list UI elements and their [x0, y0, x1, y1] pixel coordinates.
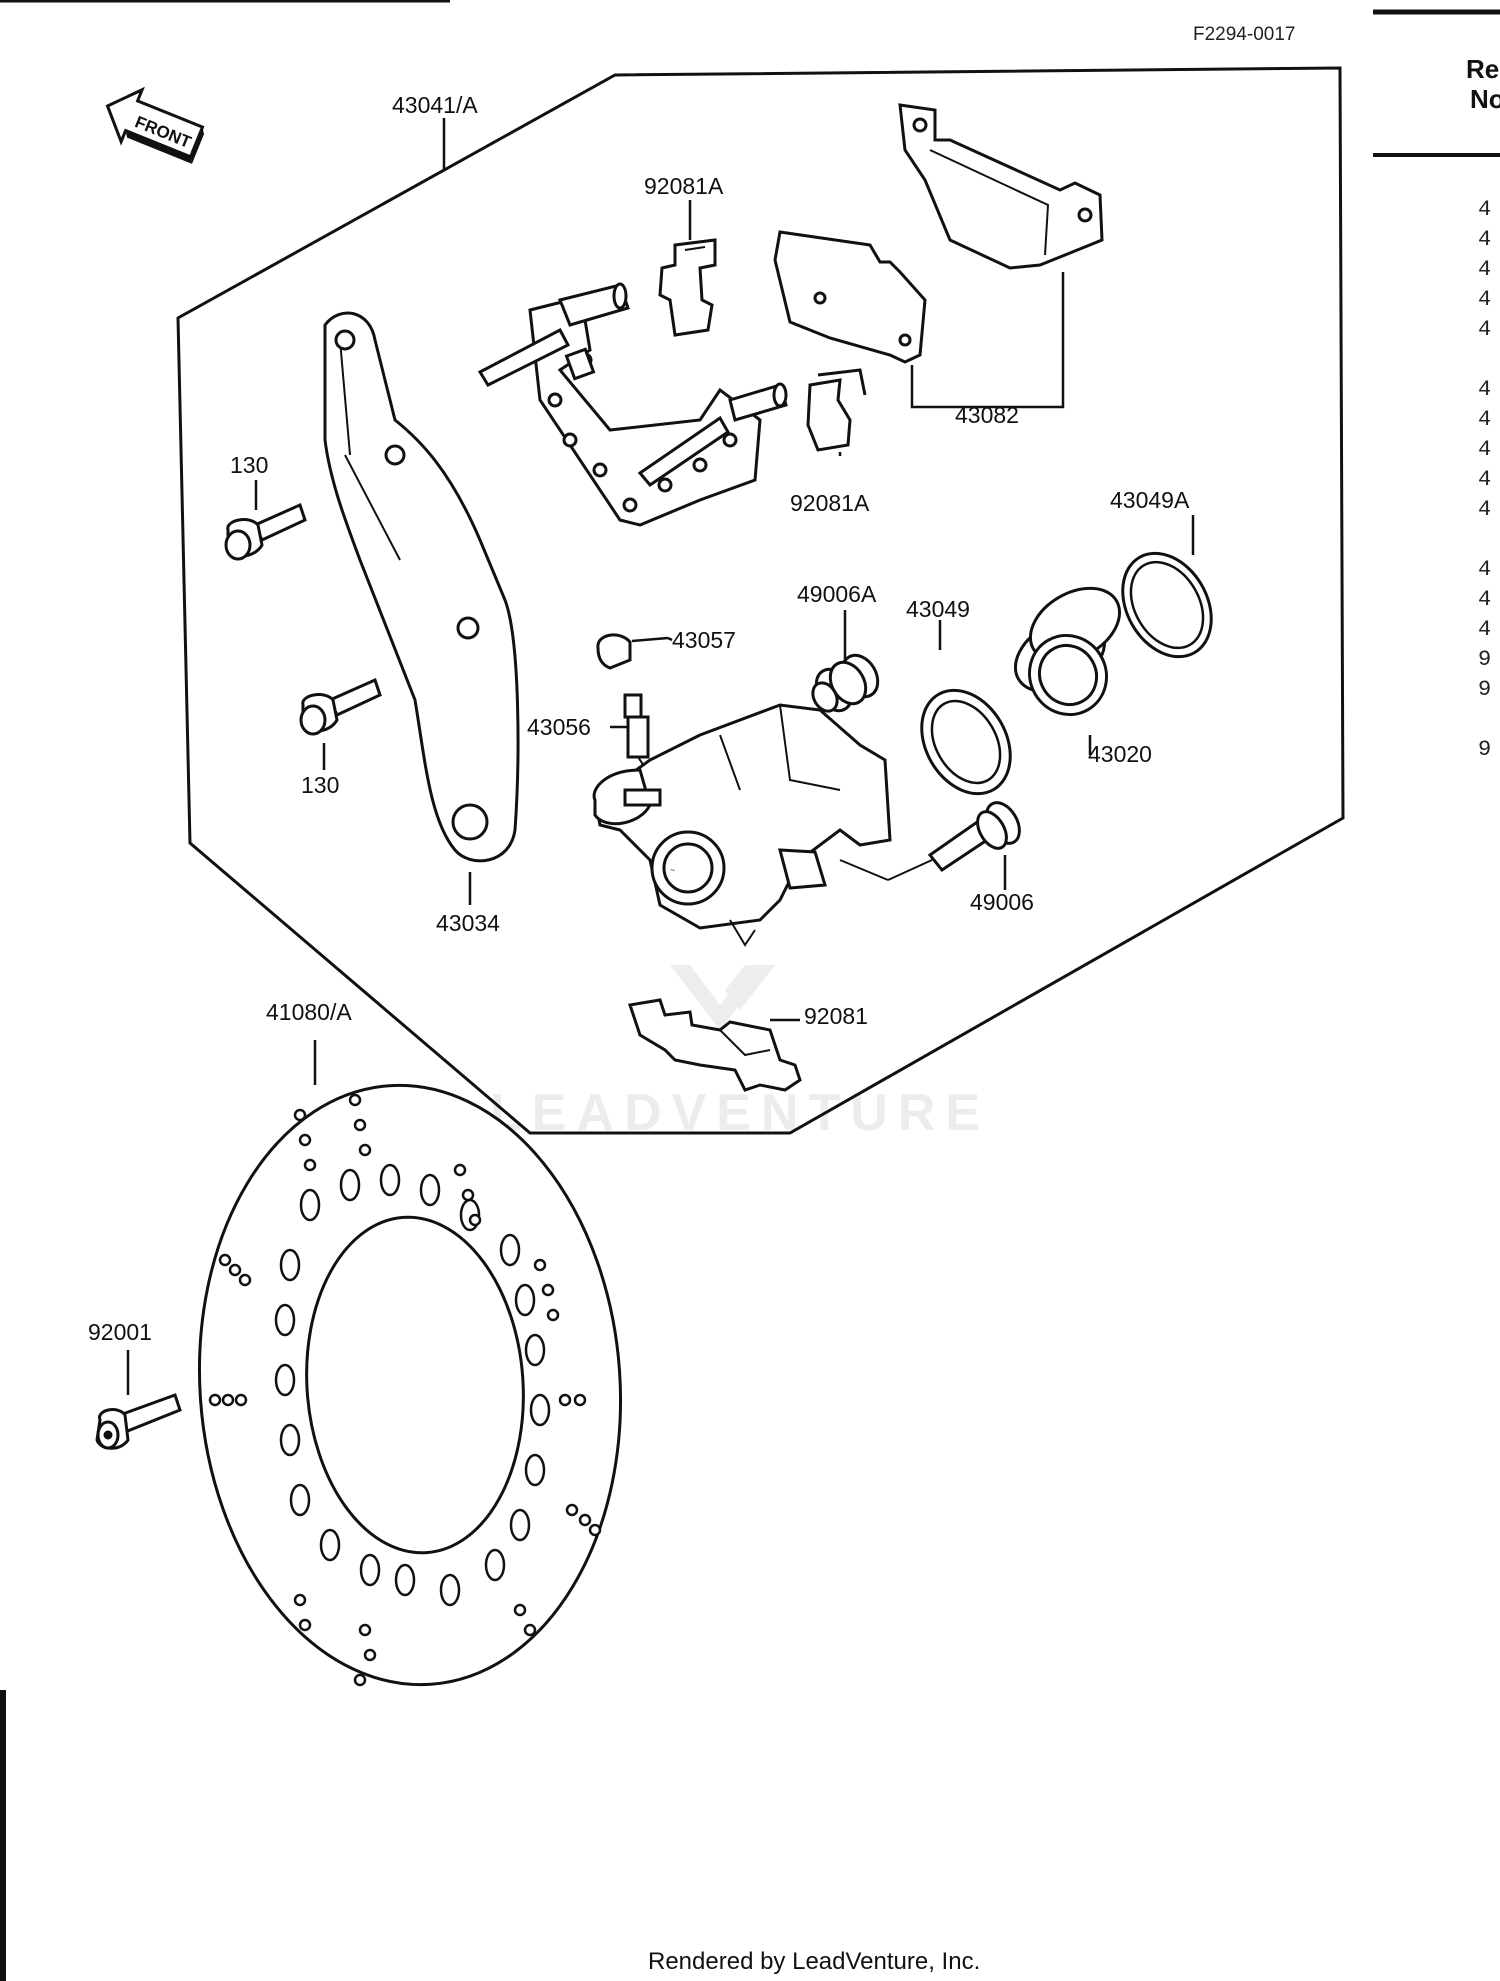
column-header-line1: Re [1466, 54, 1499, 84]
footer-credit: Rendered by LeadVenture, Inc. [648, 1948, 980, 1975]
callout-label: 43020 [1088, 741, 1152, 767]
caliper-bracket [323, 311, 520, 863]
column-entry: 4 [1478, 587, 1491, 612]
callout-label: 43057 [672, 627, 736, 653]
pad-spring-upper [658, 238, 717, 337]
column-entry: 4 [1478, 617, 1491, 642]
column-entry: 4 [1478, 437, 1491, 462]
front-arrow-icon: FRONT [105, 86, 205, 164]
callout-label: 92081A [644, 173, 724, 199]
pad-spring-lower [806, 368, 867, 452]
column-entry: 4 [1478, 257, 1491, 282]
column-entry: 4 [1478, 377, 1491, 402]
ref-no-column: Re No 4 4 4 4 4 4 4 4 4 4 4 4 4 9 9 9 [1466, 54, 1500, 762]
brake-disc [197, 1083, 623, 1687]
column-entry: 4 [1478, 497, 1491, 522]
callout-label: 43049 [906, 596, 970, 622]
column-entry: 4 [1478, 467, 1491, 492]
column-entry: 4 [1478, 197, 1491, 222]
leader-lines [126, 118, 1195, 1395]
column-entry: 4 [1478, 227, 1491, 252]
disc-bolt [95, 1393, 182, 1450]
column-entry: 4 [1478, 317, 1491, 342]
callout-label: 43056 [527, 714, 591, 740]
dust-boot [811, 653, 880, 713]
column-entry: 9 [1478, 737, 1491, 762]
callout-label: 130 [301, 772, 339, 798]
piston-seal-inner [930, 699, 1002, 785]
callout-label: 130 [230, 452, 268, 478]
column-entry: 4 [1478, 407, 1491, 432]
svg-text:~: ~ [670, 865, 675, 875]
bolt-lower [299, 677, 382, 736]
column-entry: 9 [1478, 647, 1491, 672]
piston-seal [920, 688, 1012, 796]
callout-labels: 43041/A 92081A 43082 92081A 130 43049A 4… [88, 92, 1190, 1345]
callout-label: 92001 [88, 1319, 152, 1345]
brake-pads [773, 103, 1104, 364]
disc-holes [208, 1093, 602, 1687]
callout-label: 43041/A [392, 92, 478, 118]
piston [1013, 586, 1122, 717]
caliper-body: ~ [592, 703, 933, 947]
callout-label: 41080/A [266, 999, 352, 1025]
callout-label: 43049A [1110, 487, 1190, 513]
callout-label: 92081 [804, 1003, 868, 1029]
dust-seal-inner [1129, 560, 1205, 650]
column-entry: 9 [1478, 677, 1491, 702]
callout-label: 92081A [790, 490, 870, 516]
column-entry: 4 [1478, 287, 1491, 312]
bolt-upper [224, 502, 307, 561]
callout-label: 49006A [797, 581, 877, 607]
caliper-holder [477, 282, 788, 527]
bracket-43082 [910, 272, 1065, 409]
slide-pin [927, 801, 1021, 873]
column-entry: 4 [1478, 557, 1491, 582]
assembly-outline [176, 66, 1345, 1135]
bleeder-cap [596, 633, 669, 670]
callout-label: 49006 [970, 889, 1034, 915]
callout-label: 43082 [955, 402, 1019, 428]
callout-label: 43034 [436, 910, 500, 936]
column-header-line2: No [1470, 84, 1500, 114]
figure-code: F2294-0017 [1193, 24, 1295, 45]
dust-seal [1121, 551, 1213, 659]
pad-spring-bottom [628, 998, 802, 1092]
